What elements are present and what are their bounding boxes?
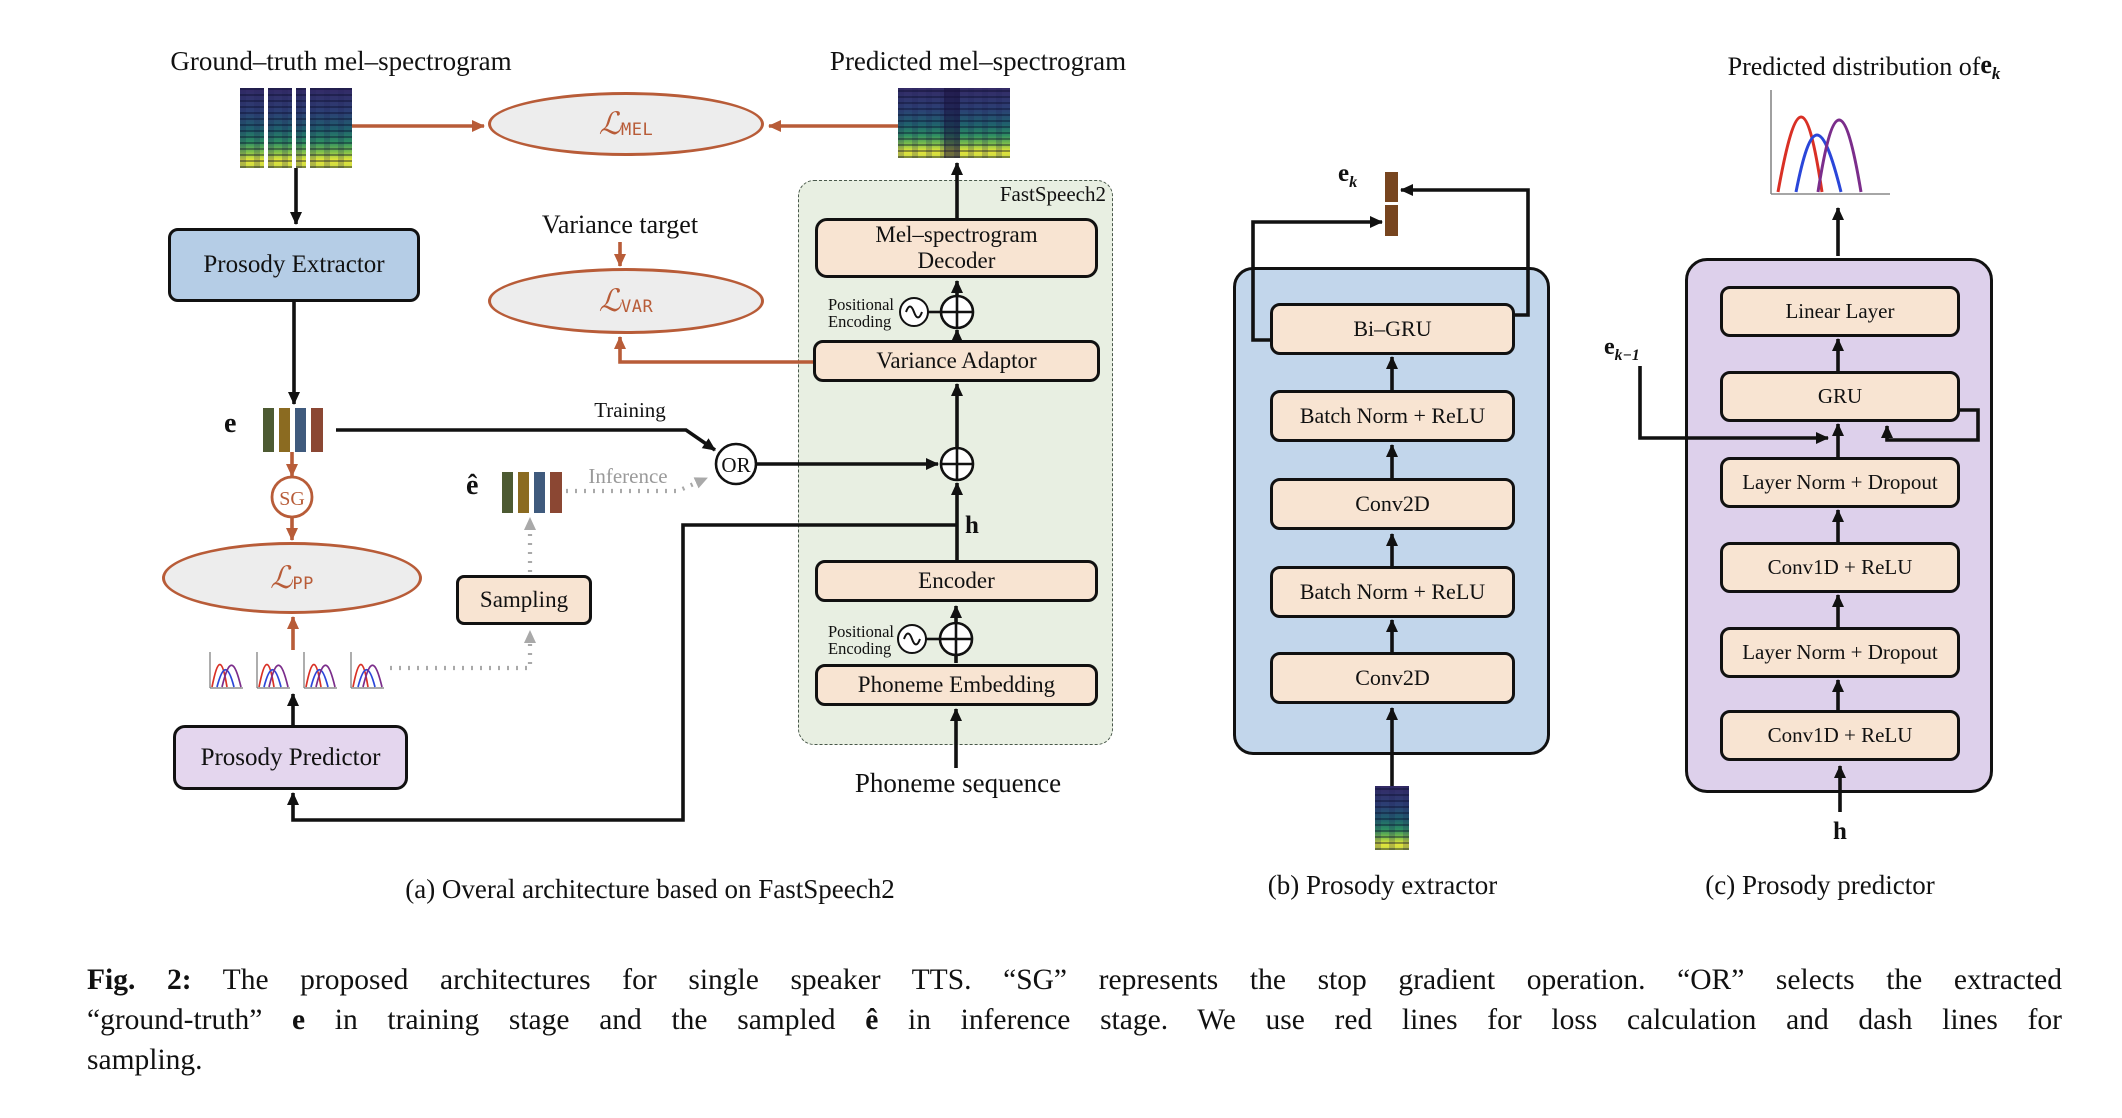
linear-layer-box: Linear Layer	[1720, 286, 1960, 337]
caption-b: (b) Prosody extractor	[1267, 870, 1498, 900]
caption-c: (c) Prosody predictor	[1705, 870, 1935, 900]
layer-norm-dropout-box-2: Layer Norm + Dropout	[1720, 627, 1960, 678]
phoneme-sequence-label: Phoneme sequence	[854, 768, 1062, 798]
ground-truth-spectrogram-image	[240, 88, 352, 168]
conv2d-box-1: Conv2D	[1270, 478, 1515, 530]
positional-encoding-bottom-label: Positional Encoding	[828, 622, 895, 658]
predicted-spectrogram-image	[898, 88, 1010, 158]
conv1d-relu-box-2: Conv1D + ReLU	[1720, 710, 1960, 761]
bi-gru-box: Bi–GRU	[1270, 303, 1515, 355]
inference-label: Inference	[588, 464, 668, 488]
spectrogram-gap	[306, 88, 310, 168]
gru-box: GRU	[1720, 371, 1960, 422]
e-label: e	[224, 408, 237, 439]
e-k-embedding-bar	[1385, 172, 1398, 236]
figure-caption: Fig. 2: The proposed architectures for s…	[87, 960, 2062, 1080]
sampling-box: Sampling	[456, 575, 592, 625]
prosody-extractor-box: Prosody Extractor	[168, 228, 420, 302]
pred-mel-title: Predicted mel–spectrogram	[829, 46, 1127, 76]
e-embedding-bars	[263, 408, 323, 452]
predicted-distributions-plots	[209, 652, 384, 689]
e-k-minus-1-label: ek−1	[1604, 334, 1640, 364]
fastspeech2-label: FastSpeech2	[999, 182, 1106, 206]
phoneme-embedding-box: Phoneme Embedding	[815, 664, 1098, 706]
h-label-c: h	[1833, 818, 1847, 845]
variance-adaptor-box: Variance Adaptor	[813, 340, 1100, 382]
layer-norm-dropout-box-1: Layer Norm + Dropout	[1720, 457, 1960, 508]
predicted-distribution-plot	[1770, 90, 1890, 195]
e-hat-label: ê	[466, 470, 479, 501]
training-label: Training	[594, 398, 666, 422]
predicted-distribution-title: Predicted distribution of ek	[1727, 50, 2001, 84]
conv1d-relu-box-1: Conv1D + ReLU	[1720, 542, 1960, 593]
variance-target-label: Variance target	[541, 210, 699, 239]
or-symbol: OR	[721, 453, 750, 477]
figure-caption-line: Fig. 2: The proposed architectures for s…	[87, 964, 2062, 996]
batch-norm-relu-box-1: Batch Norm + ReLU	[1270, 390, 1515, 442]
e-hat-embedding-bars	[502, 472, 562, 513]
input-spectrogram-image	[1375, 786, 1409, 850]
conv2d-box-2: Conv2D	[1270, 652, 1515, 704]
figure-caption-line: “ground-truth” e in training stage and t…	[87, 1004, 2062, 1036]
encoder-box: Encoder	[815, 560, 1098, 602]
figure-caption-line: sampling.	[87, 1044, 203, 1076]
e-k-label: ek	[1338, 160, 1358, 191]
caption-a: (a) Overal architecture based on FastSpe…	[405, 874, 895, 904]
sg-symbol: SG	[279, 488, 305, 510]
prosody-predictor-box: Prosody Predictor	[173, 725, 408, 790]
positional-encoding-top-label: Positional Encoding	[828, 295, 895, 331]
batch-norm-relu-box-2: Batch Norm + ReLU	[1270, 566, 1515, 618]
spectrogram-gap	[264, 88, 268, 168]
gt-mel-title: Ground–truth mel–spectrogram	[170, 46, 512, 76]
h-label: h	[965, 512, 979, 539]
spectrogram-gap	[292, 88, 296, 168]
spectrogram-dark-band	[944, 88, 960, 158]
